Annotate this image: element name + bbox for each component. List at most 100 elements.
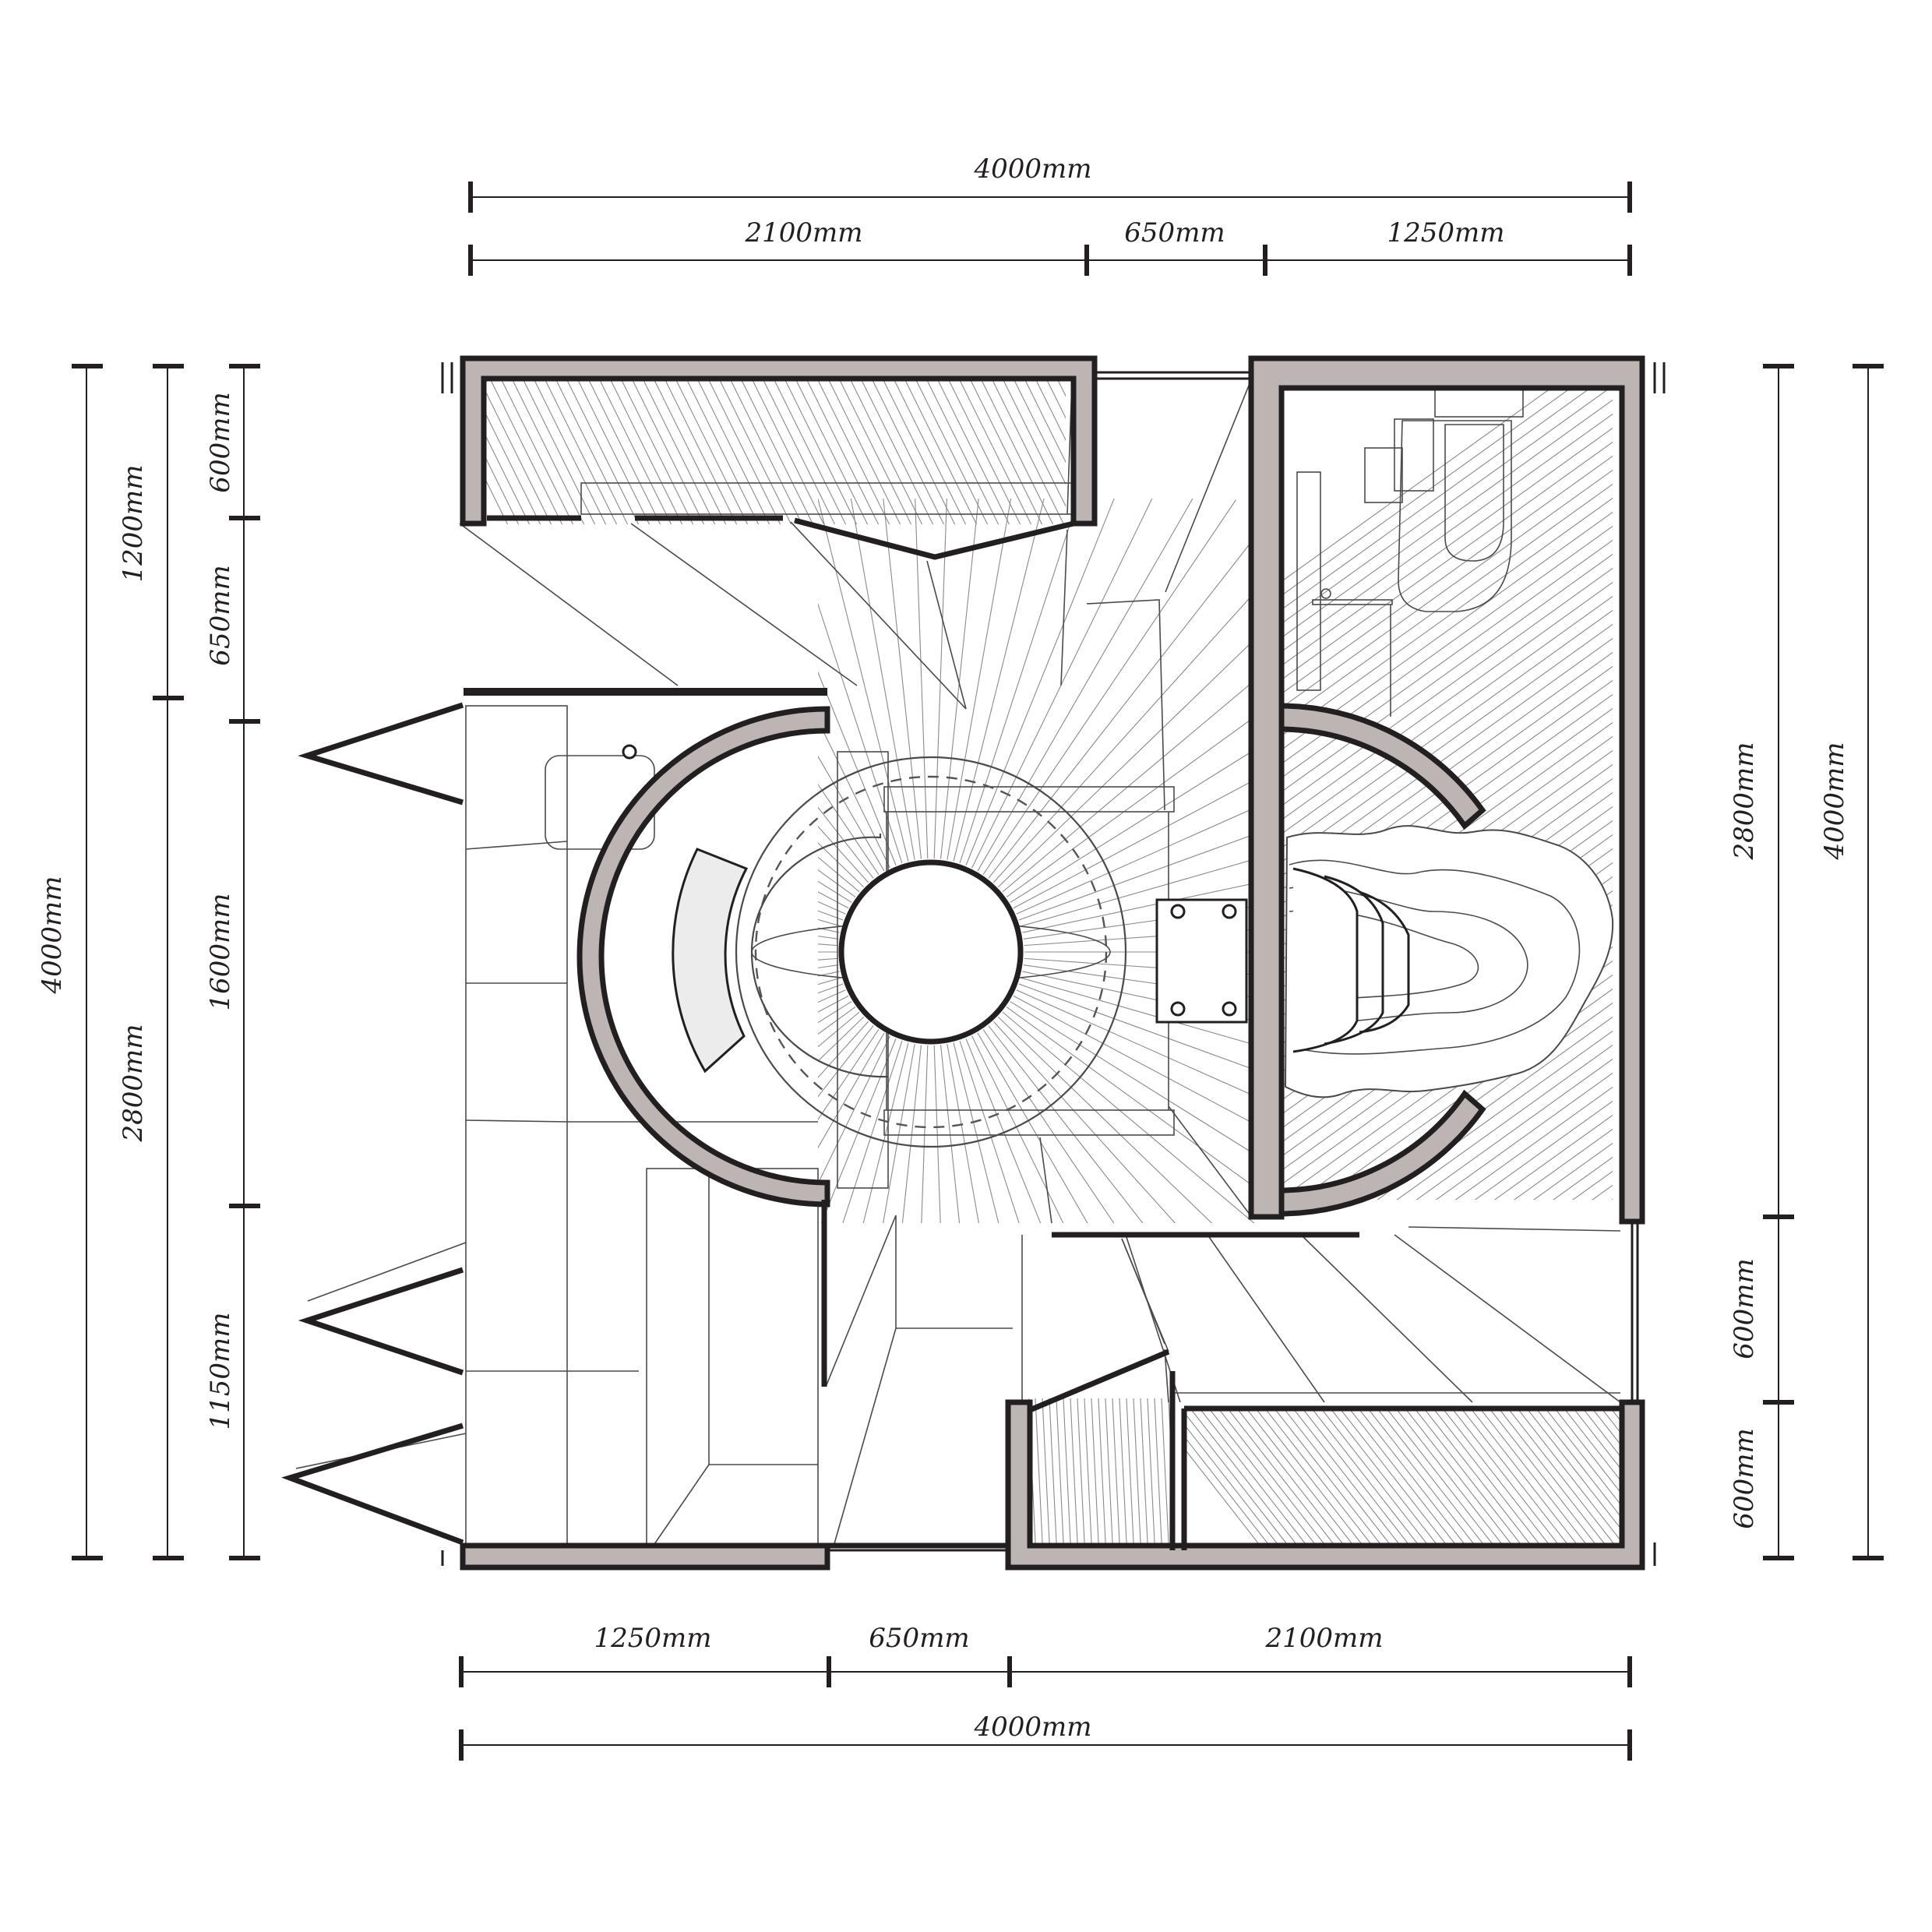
hatch-line xyxy=(1564,1408,1620,1482)
radial-line xyxy=(818,943,838,947)
hatch-line xyxy=(512,380,585,524)
radial-line xyxy=(1002,1011,1255,1223)
hatch-line xyxy=(1320,1408,1435,1553)
radial-line xyxy=(953,1042,999,1223)
hatch-line xyxy=(1227,1408,1341,1553)
hatch-line xyxy=(1470,1408,1585,1553)
hatch-line xyxy=(1395,1408,1510,1553)
hatch-line xyxy=(501,380,574,524)
hatch-line xyxy=(1592,1408,1620,1445)
hatch-bottom-right-room xyxy=(1184,1408,1784,1558)
hatch-line xyxy=(1024,380,1066,464)
radial-line xyxy=(915,499,929,859)
radial-line xyxy=(1018,825,1278,921)
hatch-line xyxy=(1282,390,1609,625)
hatch-line xyxy=(1236,1408,1351,1553)
hatch-line xyxy=(1535,1408,1620,1518)
radial-line xyxy=(1018,983,1278,1079)
radial-line xyxy=(818,755,885,872)
hatch-line xyxy=(1282,609,1613,849)
dimension-right-inner: 2800mm 600mm 600mm xyxy=(1729,364,1794,1560)
bottom-right-steps xyxy=(1021,1226,1621,1403)
dimension-bottom-total: 4000mm xyxy=(459,1712,1632,1761)
hatch-line xyxy=(828,380,901,524)
dim-left-total-label: 4000mm xyxy=(37,876,68,994)
hatch-line xyxy=(1451,1408,1566,1553)
hatch-line xyxy=(1667,1408,1784,1558)
dim-right-inner-3-label: 600mm xyxy=(1729,1428,1760,1528)
hatch-line xyxy=(1184,1435,1276,1553)
dim-left-mid-1-label: 1200mm xyxy=(118,464,149,582)
dimension-bottom-segments: 1250mm 650mm 2100mm xyxy=(459,1623,1632,1687)
radial-line xyxy=(1016,797,1278,915)
hatch-line xyxy=(1105,1398,1114,1554)
hatch-line xyxy=(1282,483,1613,723)
hatch-line xyxy=(1358,1408,1472,1553)
hatch-line xyxy=(1311,1408,1426,1553)
hatch-line xyxy=(1330,1408,1444,1553)
hatch-line xyxy=(1282,581,1613,821)
radial-line xyxy=(818,1032,885,1149)
hatch-line xyxy=(1133,1398,1142,1554)
hatch-line xyxy=(708,380,781,524)
hatch-line xyxy=(566,380,640,524)
hatch-line xyxy=(1282,390,1550,583)
radial-line xyxy=(940,499,979,859)
hatch-line xyxy=(1349,1408,1463,1553)
hatch-line xyxy=(665,380,738,524)
hatch-line xyxy=(1282,497,1613,737)
radial-line xyxy=(818,983,844,994)
radial-line xyxy=(1006,700,1278,897)
central-round-table xyxy=(838,859,1024,1045)
hatch-line xyxy=(1507,1408,1620,1553)
hatch-line xyxy=(1184,1412,1295,1553)
hatch-line xyxy=(1282,595,1613,835)
hatch-line xyxy=(1091,1398,1100,1554)
radial-line xyxy=(818,1035,890,1185)
hatch-line xyxy=(774,380,847,524)
dim-left-inner-2-label: 650mm xyxy=(205,565,236,665)
radial-line xyxy=(818,957,838,961)
hatch-line xyxy=(1414,1408,1528,1553)
hatch-line xyxy=(959,380,1032,524)
hatch-line xyxy=(534,380,607,524)
radial-line xyxy=(842,1040,903,1223)
left-storage-cabinets xyxy=(295,705,819,1551)
radial-line xyxy=(977,1032,1088,1223)
radial-line xyxy=(1013,995,1278,1137)
hatch-line xyxy=(1498,1408,1613,1553)
hatch-line xyxy=(1377,1408,1491,1553)
dim-left-inner-4-label: 1150mm xyxy=(205,1312,236,1430)
hatch-line xyxy=(1140,1398,1149,1554)
radial-line xyxy=(820,1038,897,1223)
radial-line xyxy=(883,1044,915,1223)
hatch-line xyxy=(1154,1398,1163,1554)
hatch-line xyxy=(1282,623,1613,863)
hatch-line xyxy=(1489,1408,1603,1553)
bath-step-arcs xyxy=(1292,867,1410,1053)
hatch-line xyxy=(763,380,836,524)
dim-bottom-seg-3-label: 2100mm xyxy=(1264,1623,1383,1654)
hatch-line xyxy=(1077,1398,1086,1554)
hatch-line xyxy=(490,380,563,524)
radial-line xyxy=(1010,1001,1278,1169)
dimension-left-middle: 1200mm 2800mm xyxy=(118,364,184,1560)
hatch-line xyxy=(1246,1408,1360,1553)
left-arc-wall xyxy=(576,706,830,1208)
hatch-line xyxy=(730,380,803,524)
dim-left-inner-1-label: 600mm xyxy=(205,392,236,492)
dim-bottom-seg-1-label: 1250mm xyxy=(594,1623,711,1654)
radial-line xyxy=(1021,977,1278,1052)
hatch-line xyxy=(1517,1408,1620,1541)
hatch-line xyxy=(481,470,509,524)
hatch-line xyxy=(1184,1447,1267,1553)
radial-line xyxy=(1006,1007,1278,1204)
hatch-line xyxy=(1035,1398,1044,1554)
basin-drain xyxy=(622,744,637,760)
hatch-line xyxy=(1282,455,1613,695)
radial-line xyxy=(883,499,922,859)
hatch-line xyxy=(806,380,880,524)
radial-line xyxy=(818,1025,874,1098)
hatch-line xyxy=(1084,1398,1093,1554)
hatch-line xyxy=(1573,1408,1620,1469)
